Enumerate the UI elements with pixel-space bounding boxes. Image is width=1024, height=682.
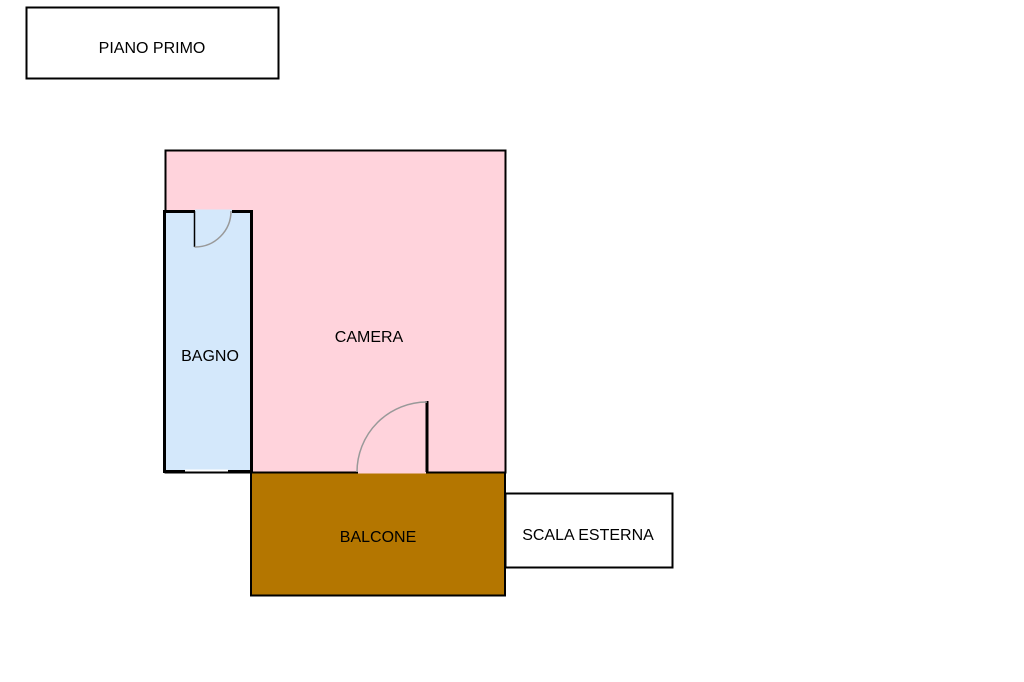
balcone-door-swing [356,401,428,473]
room-bagno: BAGNO [163,210,253,473]
bagno-door-swing [194,210,232,248]
room-scala-esterna: SCALA ESTERNA [504,492,674,569]
floor-title-box: PIANO PRIMO [25,6,280,80]
scala-label: SCALA ESTERNA [522,527,654,544]
camera-label: CAMERA [335,329,404,346]
scala-frame [504,492,674,569]
balcone-label: BALCONE [340,529,416,546]
balcone-door [356,401,429,474]
bagno-label: BAGNO [181,348,239,365]
floor-title-frame [25,6,280,80]
room-balcone: BALCONE [250,471,506,597]
floor-title: PIANO PRIMO [99,40,206,57]
bagno-door [193,209,232,248]
bagno-floor [163,210,253,473]
balcone-floor [250,471,506,597]
